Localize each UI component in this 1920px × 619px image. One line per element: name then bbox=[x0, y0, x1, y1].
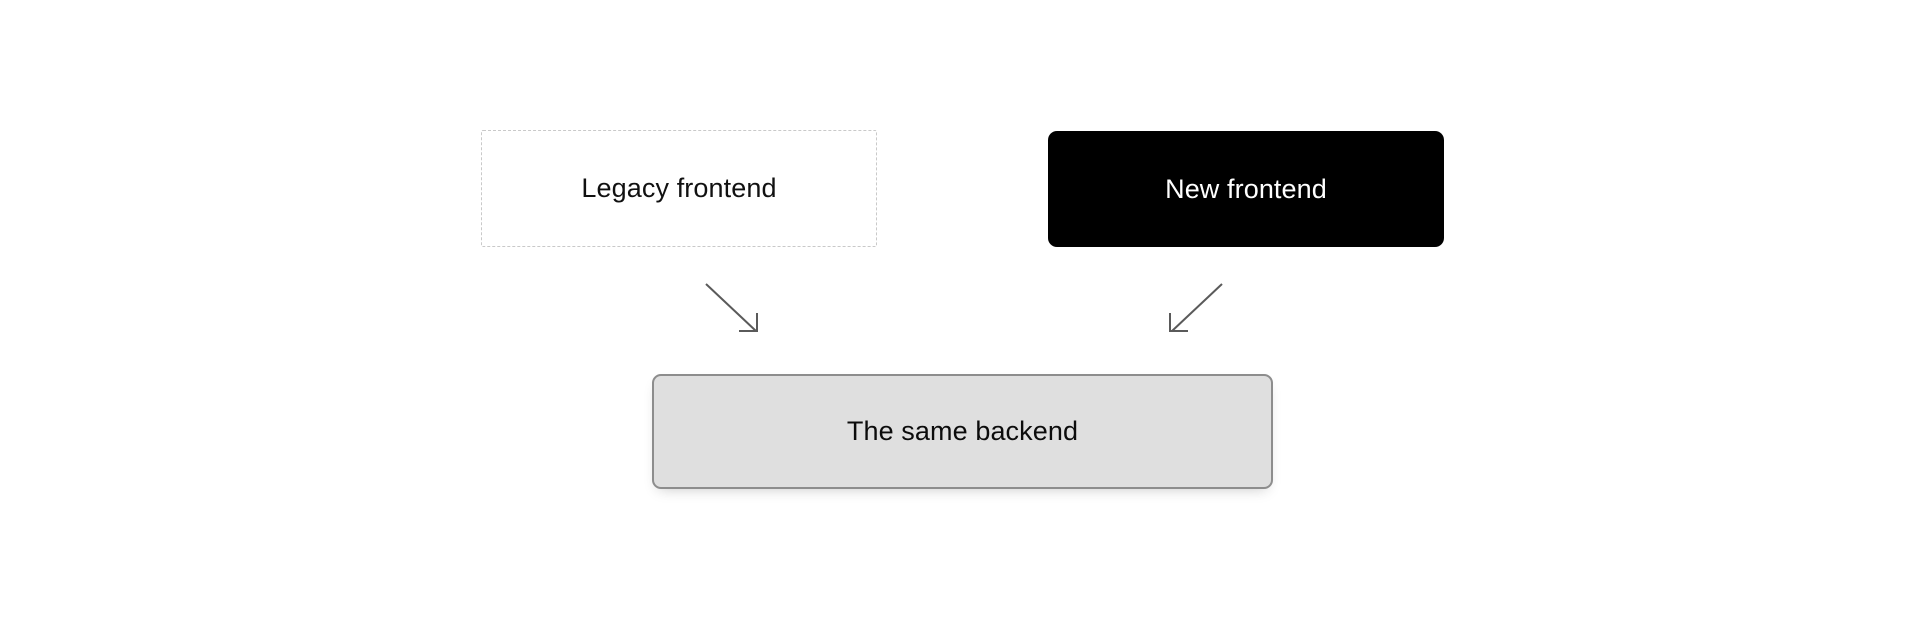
arrow-new-to-backend-line bbox=[1171, 283, 1223, 332]
arrow-new-to-backend-head-icon bbox=[1169, 313, 1188, 332]
node-same-backend[interactable]: The same backend bbox=[652, 374, 1273, 489]
node-legacy-frontend[interactable]: Legacy frontend bbox=[481, 130, 877, 247]
node-new-frontend[interactable]: New frontend bbox=[1048, 131, 1444, 247]
arrow-legacy-to-backend-line bbox=[705, 283, 757, 332]
node-legacy-frontend-label: Legacy frontend bbox=[581, 173, 777, 204]
node-same-backend-label: The same backend bbox=[846, 416, 1079, 447]
arrow-legacy-to-backend bbox=[705, 283, 758, 332]
arrow-legacy-to-backend-head-icon bbox=[739, 313, 758, 332]
arrow-new-to-backend bbox=[1169, 283, 1223, 332]
node-new-frontend-label: New frontend bbox=[1165, 173, 1327, 204]
